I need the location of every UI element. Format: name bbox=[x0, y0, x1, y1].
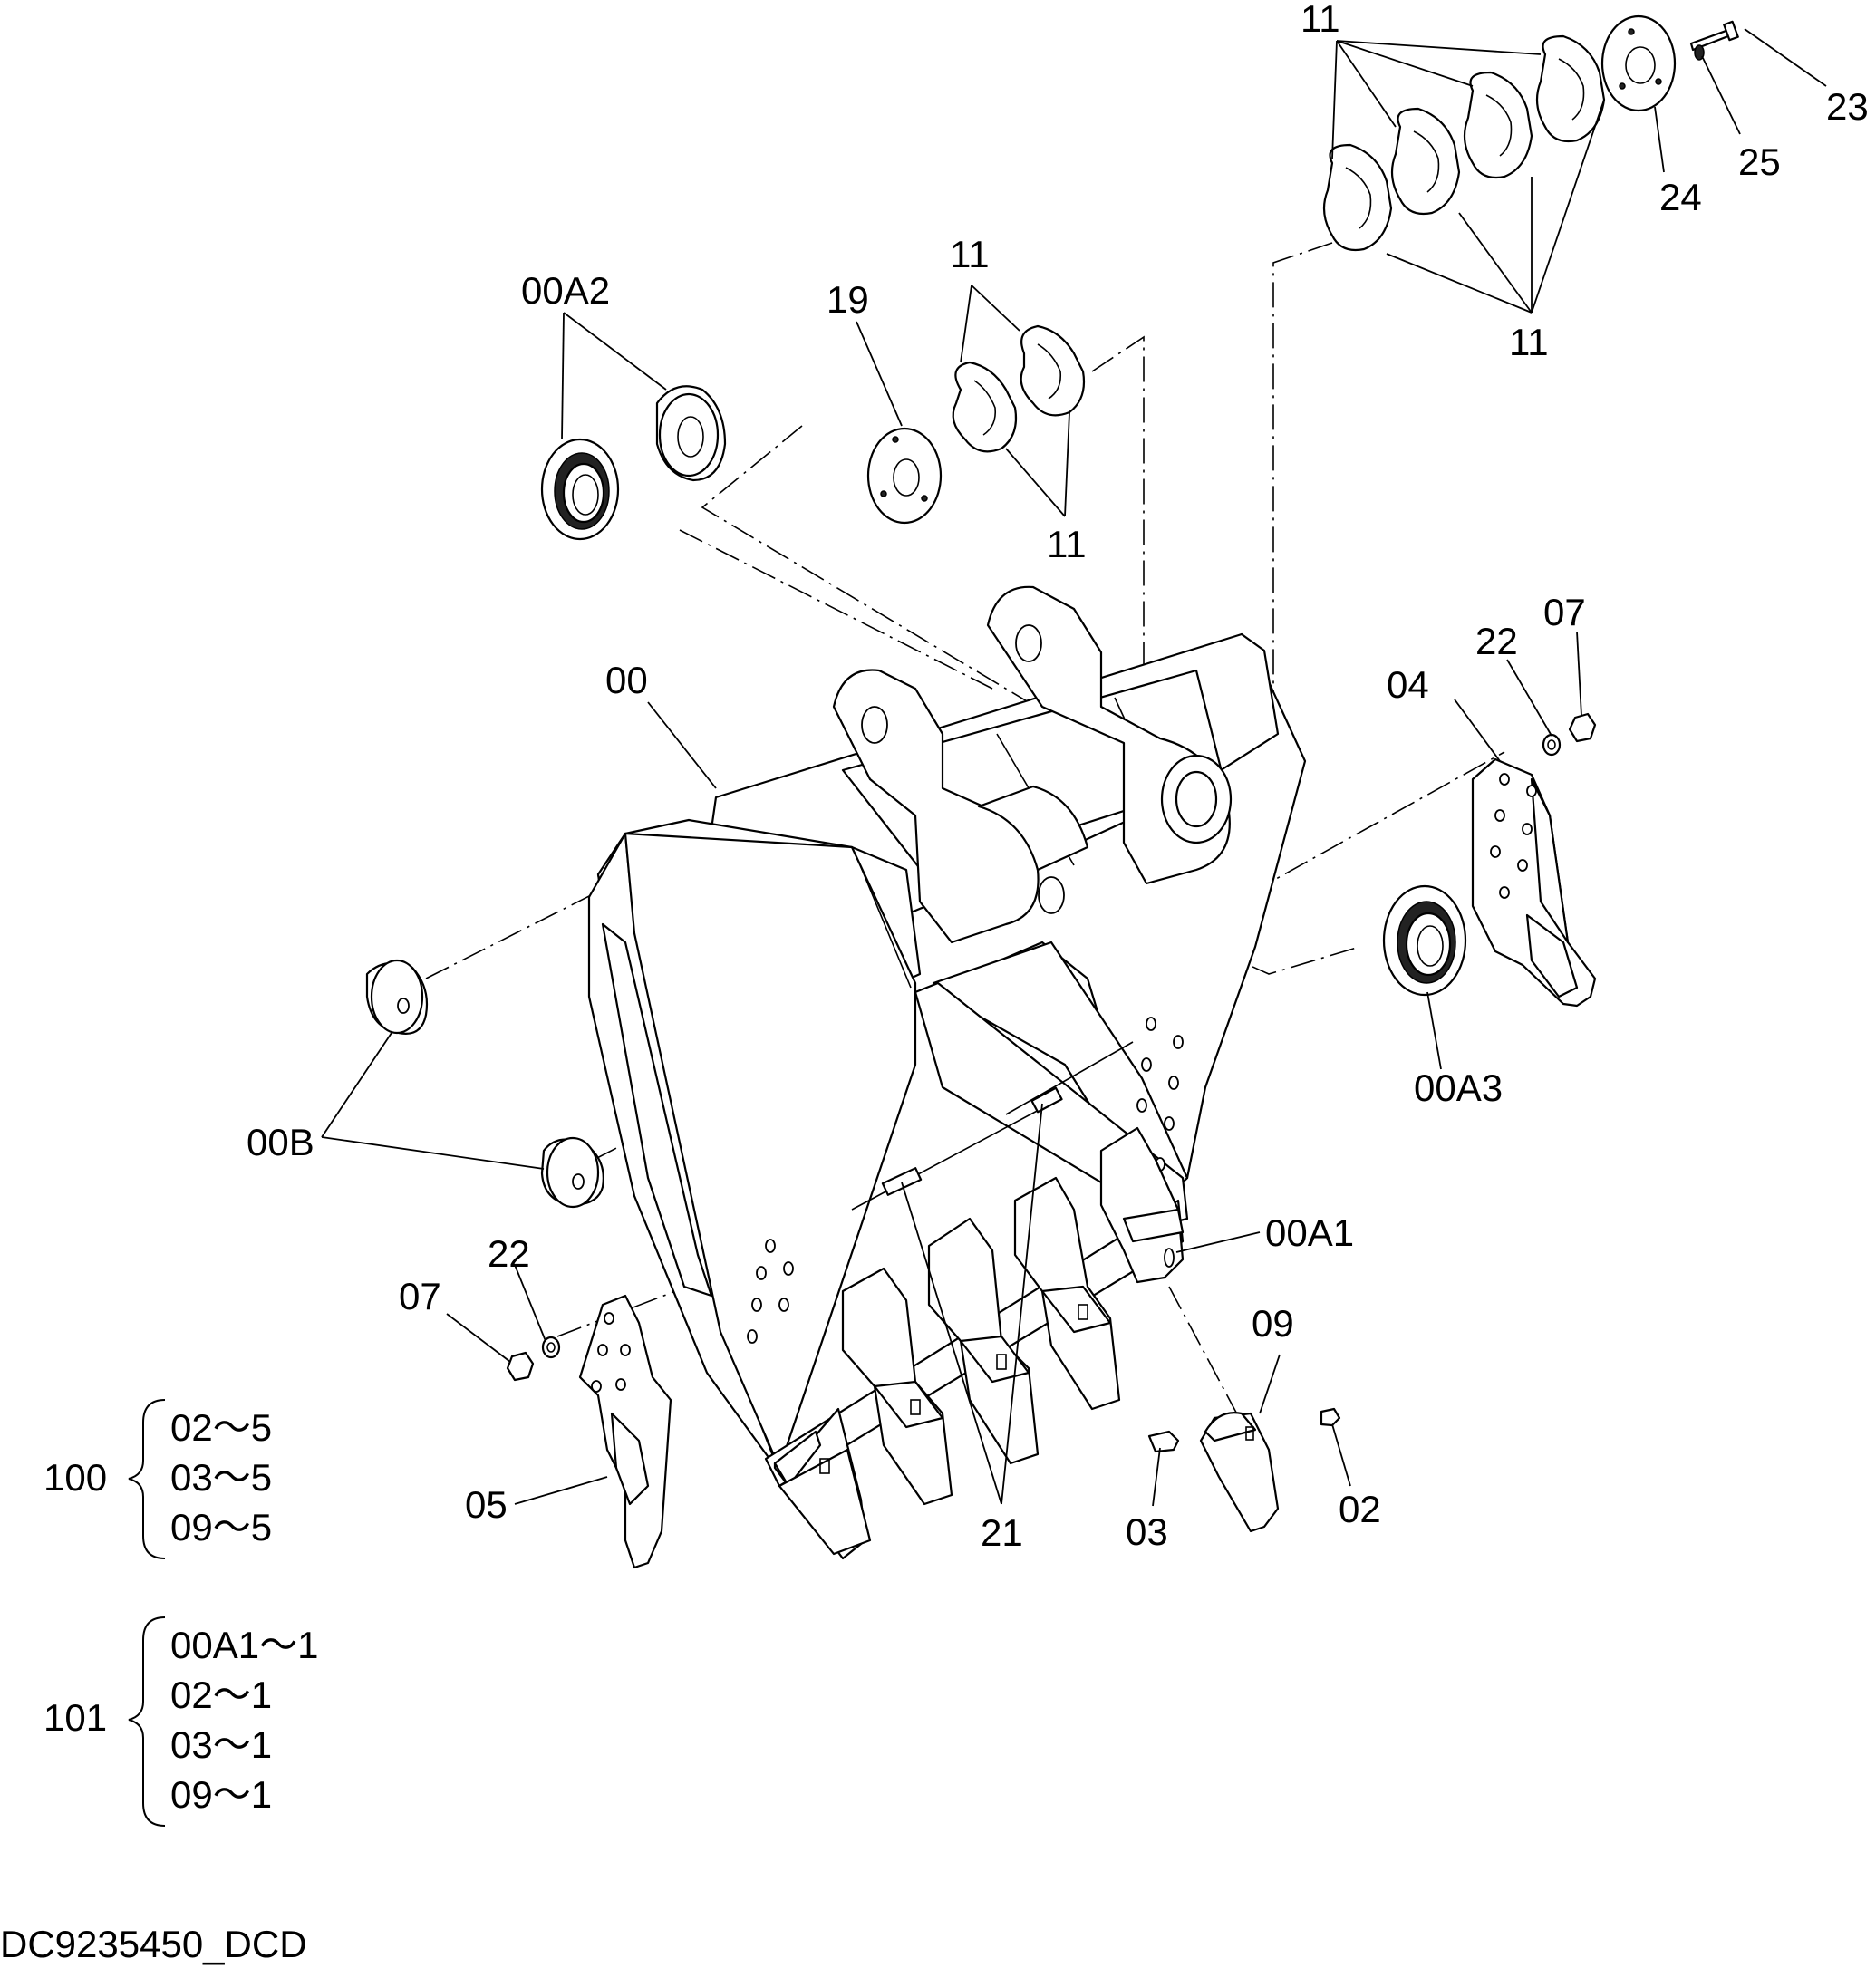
kit-100-line-3: 09～5 bbox=[170, 1506, 272, 1548]
kit-101: 101 00A1～1 02～1 03～1 09～1 bbox=[44, 1616, 318, 1827]
callout-05: 05 bbox=[465, 1483, 508, 1526]
callout-07-left: 07 bbox=[399, 1275, 441, 1317]
bushing-00B-upper bbox=[365, 959, 429, 1035]
bucket-teeth bbox=[773, 1126, 1185, 1560]
seal-00A2-left bbox=[540, 438, 620, 541]
callout-00A2: 00A2 bbox=[521, 269, 610, 312]
callout-11-mid-bottom: 11 bbox=[1047, 523, 1087, 565]
kit-100-line-2: 03～5 bbox=[170, 1456, 272, 1499]
leader-lines bbox=[321, 28, 1827, 1507]
kit-100-line-1: 02～5 bbox=[170, 1406, 272, 1449]
tooth-2 bbox=[841, 1267, 953, 1506]
callout-23: 23 bbox=[1826, 85, 1869, 128]
callout-00B: 00B bbox=[247, 1121, 314, 1163]
plate-19 bbox=[866, 427, 943, 525]
shims-upper-group bbox=[1322, 34, 1606, 252]
pin-02 bbox=[1320, 1407, 1341, 1427]
bushing-00B-lower bbox=[540, 1136, 604, 1209]
callout-00A1: 00A1 bbox=[1265, 1211, 1354, 1254]
lock-03 bbox=[1147, 1430, 1180, 1453]
callout-09: 09 bbox=[1252, 1302, 1294, 1345]
kit-101-id: 101 bbox=[44, 1696, 107, 1739]
callout-21: 21 bbox=[981, 1511, 1023, 1554]
tooth-3 bbox=[927, 1217, 1040, 1465]
tooth-4 bbox=[1013, 1176, 1121, 1411]
callout-02: 02 bbox=[1339, 1488, 1381, 1530]
callout-11-mid-top: 11 bbox=[950, 233, 990, 275]
callout-11-right: 11 bbox=[1509, 321, 1549, 363]
callout-25: 25 bbox=[1738, 140, 1781, 183]
kit-101-line-3: 03～1 bbox=[170, 1723, 272, 1766]
callout-00: 00 bbox=[605, 659, 648, 701]
kit-100-id: 100 bbox=[44, 1456, 107, 1499]
callout-00A3: 00A3 bbox=[1414, 1066, 1503, 1109]
bushing-00A2-right bbox=[655, 385, 727, 482]
bolt-23 bbox=[1689, 20, 1739, 52]
callout-labels: 11 11 11 11 23 25 24 00A2 19 00 22 07 04… bbox=[247, 0, 1869, 1554]
kit-101-line-2: 02～1 bbox=[170, 1674, 272, 1716]
drawing-id: DC9235450_DCD bbox=[0, 1923, 307, 1965]
kit-100: 100 02～5 03～5 09～5 bbox=[44, 1399, 272, 1559]
callout-24: 24 bbox=[1659, 176, 1702, 218]
callout-11-top: 11 bbox=[1301, 0, 1340, 40]
nut-07-left bbox=[506, 1351, 535, 1382]
callout-03: 03 bbox=[1126, 1510, 1168, 1553]
tooth-5-adapter bbox=[1099, 1126, 1185, 1284]
washer-25 bbox=[1694, 44, 1705, 61]
shims-lower-group bbox=[952, 324, 1086, 453]
washer-22-right bbox=[1542, 733, 1562, 757]
callout-22-left: 22 bbox=[488, 1232, 530, 1275]
callout-19: 19 bbox=[827, 278, 869, 321]
left-hinge-bracket bbox=[832, 669, 1089, 944]
side-cutter-left bbox=[578, 1294, 672, 1569]
seal-00A3 bbox=[1382, 884, 1467, 997]
kit-101-line-4: 09～1 bbox=[170, 1773, 272, 1816]
tooth-1 bbox=[773, 1407, 872, 1560]
side-cutter-right bbox=[1471, 757, 1597, 1008]
plate-24 bbox=[1600, 14, 1677, 112]
tooth-09 bbox=[1199, 1412, 1280, 1533]
nut-07-right bbox=[1568, 712, 1597, 743]
kit-101-line-1: 00A1～1 bbox=[170, 1624, 318, 1666]
callout-04: 04 bbox=[1387, 663, 1429, 706]
pin-rods bbox=[851, 1041, 1134, 1211]
left-side-cutter-holes bbox=[747, 1239, 794, 1344]
callout-22-right: 22 bbox=[1475, 620, 1518, 662]
washer-22-left bbox=[541, 1336, 561, 1359]
right-hinge-bracket bbox=[986, 585, 1233, 885]
callout-07-right: 07 bbox=[1543, 591, 1586, 633]
